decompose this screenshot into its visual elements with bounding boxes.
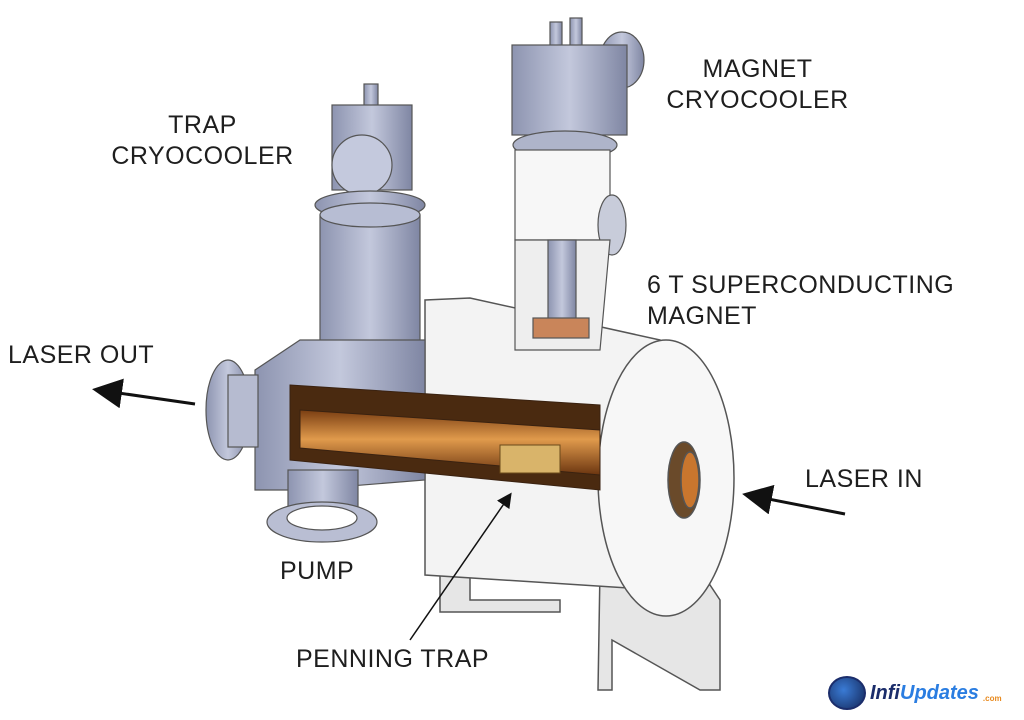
brand-part-1: Infi bbox=[870, 681, 900, 704]
laser-in-arrow bbox=[742, 484, 846, 516]
magnet-label: 6 T SUPERCONDUCTING MAGNET bbox=[647, 270, 954, 332]
cutaway-trap-tube bbox=[289, 384, 601, 491]
laser-out-label: LASER OUT bbox=[8, 341, 155, 369]
label-line: 6 T SUPERCONDUCTING bbox=[647, 271, 955, 299]
laser-in-label: LASER IN bbox=[805, 465, 923, 493]
penning-trap-label: PENNING TRAP bbox=[296, 645, 490, 673]
brand-suffix: .com bbox=[982, 693, 1002, 703]
laser-out-arrow bbox=[92, 378, 196, 409]
trap-cryocooler-label: TRAP CRYOCOOLER bbox=[95, 110, 310, 172]
magnet-cryocooler bbox=[511, 17, 645, 351]
trap-cryocooler bbox=[314, 83, 426, 356]
label-line: CRYOCOOLER bbox=[111, 142, 294, 170]
brand-part-2: Updates bbox=[900, 681, 979, 704]
penning-trap-electrodes bbox=[499, 444, 561, 474]
pump-label: PUMP bbox=[280, 557, 355, 585]
globe-icon bbox=[828, 676, 866, 710]
penning-trap-pointer bbox=[409, 492, 512, 641]
label-line: CRYOCOOLER bbox=[666, 86, 849, 114]
label-line: TRAP bbox=[168, 111, 237, 139]
label-line: MAGNET bbox=[702, 55, 813, 83]
magnet-cryocooler-label: MAGNET CRYOCOOLER bbox=[650, 54, 865, 116]
label-line: MAGNET bbox=[647, 302, 757, 330]
